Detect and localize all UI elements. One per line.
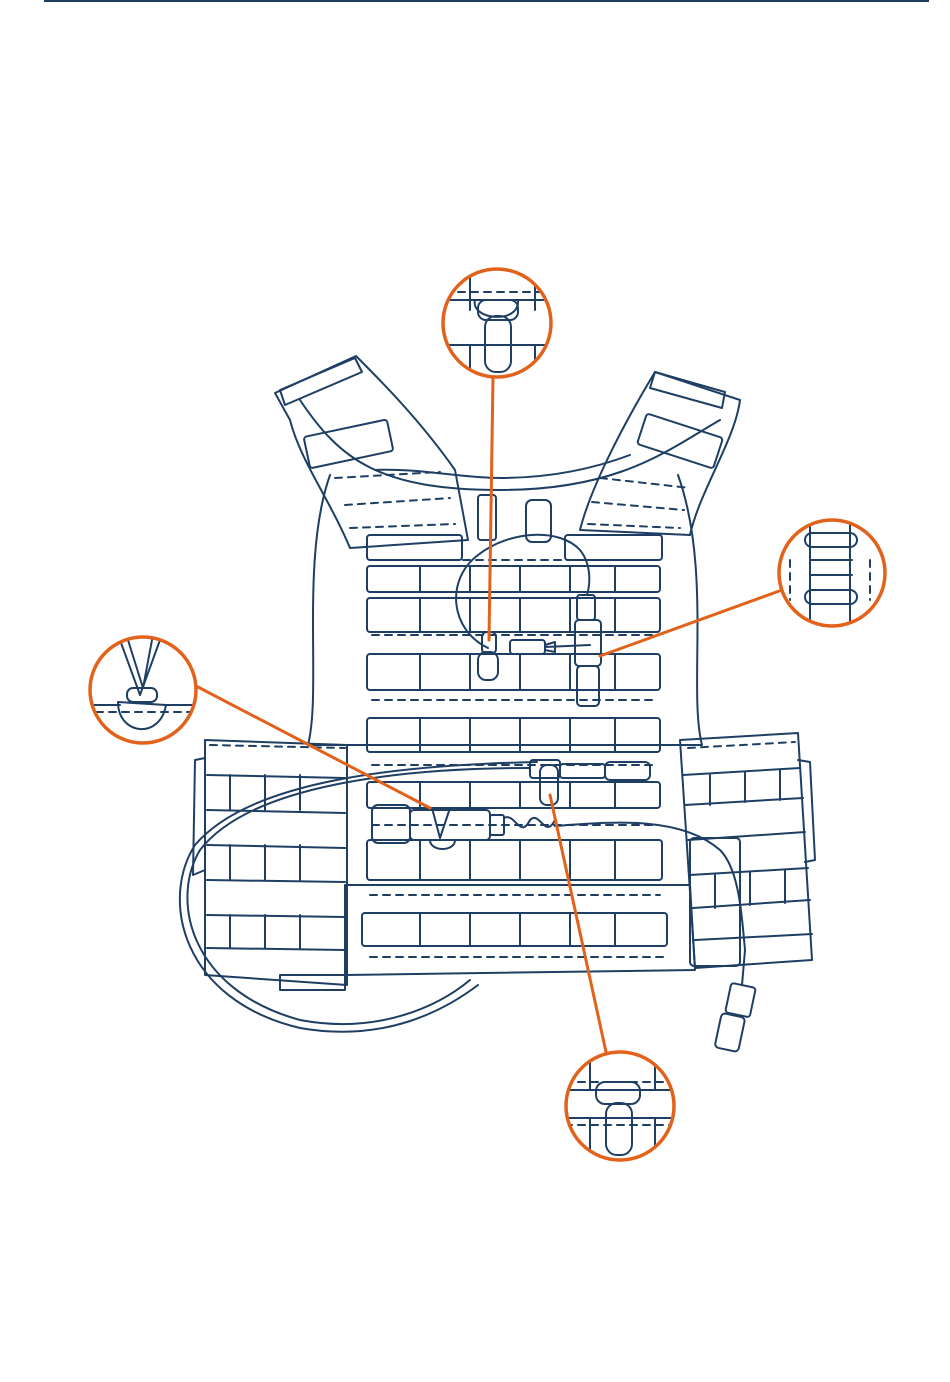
left-shoulder-strap <box>275 356 468 548</box>
right-side-panel <box>680 733 815 968</box>
callout-top-clip <box>443 269 560 385</box>
leader-bottom-clip <box>550 795 606 1052</box>
clip-icon <box>445 270 560 385</box>
cables <box>180 535 756 1052</box>
leader-right-ring <box>600 590 782 656</box>
ring-icon <box>790 520 870 630</box>
callout-right-ring <box>779 520 885 630</box>
leader-top-clip <box>489 377 493 640</box>
left-side-panel <box>193 740 347 985</box>
right-shoulder-strap <box>580 372 740 535</box>
callout-left-bungee <box>90 637 196 743</box>
vest-line-art <box>180 356 815 1052</box>
callout-bottom-clip <box>565 1050 680 1163</box>
